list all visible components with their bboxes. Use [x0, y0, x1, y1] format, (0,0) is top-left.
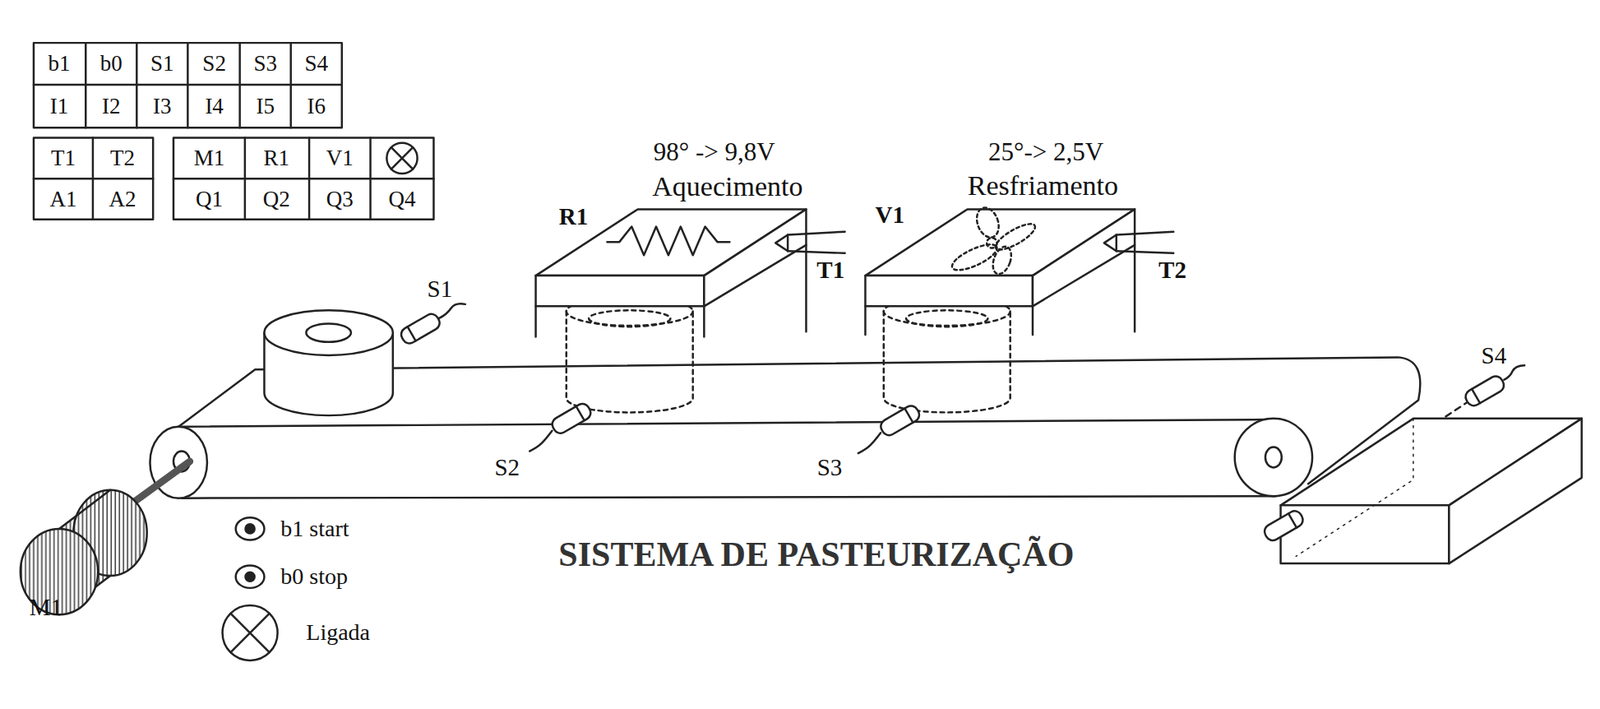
- table-cell: I4: [204, 95, 224, 118]
- table-cell: S3: [253, 51, 278, 74]
- diagram-title: SISTEMA DE PASTEURIZAÇÃO: [558, 536, 1074, 572]
- table-cell: Q3: [326, 188, 354, 211]
- table-cell: Q4: [388, 188, 416, 211]
- part-label: T1: [816, 257, 845, 282]
- table-cell: I6: [306, 95, 326, 118]
- sensor-label: S2: [494, 455, 520, 480]
- table-cell: I1: [50, 95, 70, 118]
- table-cell: T1: [50, 147, 76, 170]
- legend-label: b1 start: [280, 517, 349, 541]
- part-label: V1: [874, 202, 904, 227]
- part-label: T2: [1158, 257, 1187, 282]
- legend-label: b0 stop: [280, 564, 348, 588]
- table-cell: b1: [47, 51, 70, 74]
- table-cell: A2: [108, 188, 136, 211]
- cooling-station: [864, 204, 1174, 413]
- product-cylinder: [263, 309, 393, 416]
- collection-bin: [1262, 418, 1582, 564]
- table-cell: I5: [255, 95, 275, 118]
- io-table: [33, 42, 435, 220]
- table-cell: M1: [194, 147, 226, 170]
- table-cell: b0: [100, 51, 123, 74]
- sensor-label: S4: [1481, 342, 1508, 367]
- motor-symbol: [20, 461, 190, 615]
- station-label: Resfriamento: [967, 171, 1119, 200]
- table-cell: Q2: [263, 188, 291, 211]
- heating-station: [536, 208, 846, 412]
- table-cell: S4: [304, 51, 329, 74]
- station-label: Aquecimento: [652, 172, 803, 201]
- legend-symbol: [222, 517, 278, 661]
- table-cell: I2: [101, 95, 121, 118]
- table-cell: Q1: [195, 188, 223, 211]
- table-cell: S1: [150, 51, 175, 74]
- sensor-label: S3: [817, 455, 843, 480]
- table-cell: R1: [263, 147, 291, 170]
- table-cell: I3: [152, 95, 172, 118]
- temperature-label: 98° -> 9,8V: [653, 138, 776, 164]
- part-label: R1: [559, 204, 588, 229]
- sensor-label: S1: [427, 277, 454, 301]
- legend-label: Ligada: [305, 620, 370, 644]
- table-cell: A1: [49, 188, 77, 211]
- temperature-label: 25°-> 2,5V: [988, 138, 1104, 164]
- part-label: M1: [29, 595, 63, 620]
- table-cell: V1: [326, 147, 354, 170]
- table-cell: S2: [202, 51, 227, 74]
- table-cell: T2: [110, 147, 135, 170]
